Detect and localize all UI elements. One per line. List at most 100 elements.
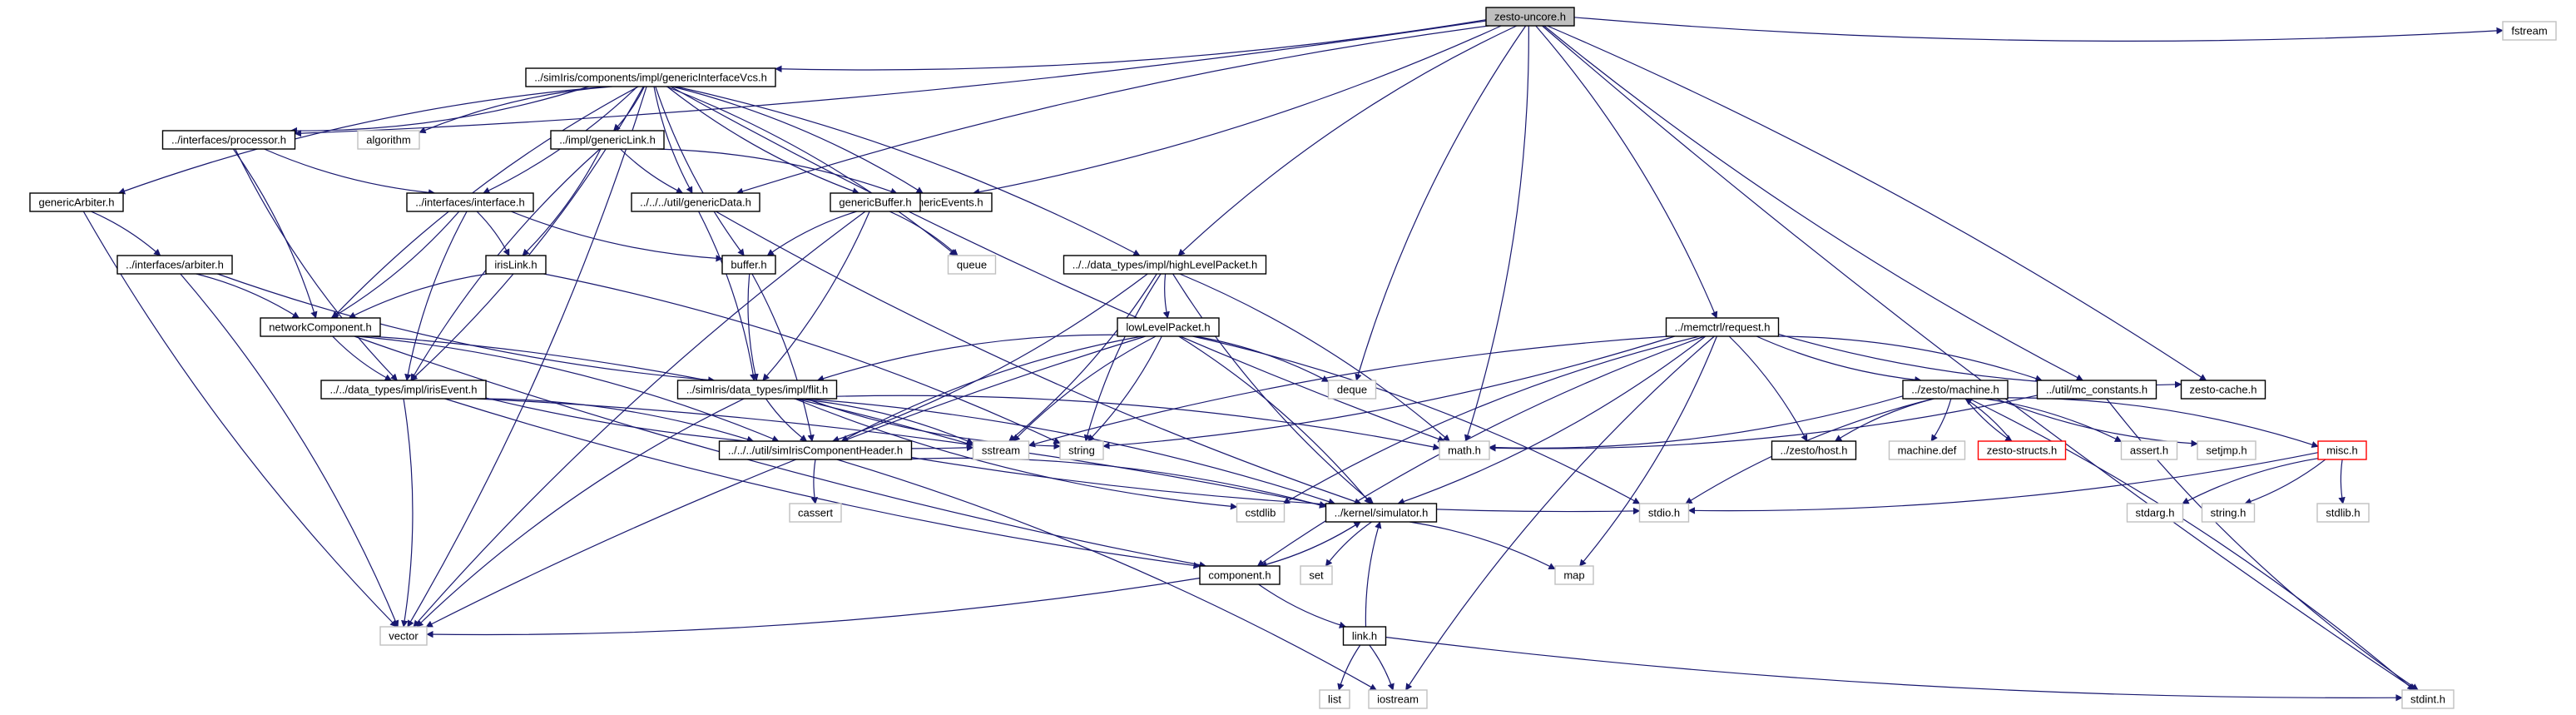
edge-request-to-component bbox=[1256, 335, 1705, 567]
node-label: ../impl/genericLink.h bbox=[559, 134, 656, 146]
node-linkh[interactable]: link.h bbox=[1342, 626, 1387, 646]
node-label: cassert bbox=[798, 507, 833, 519]
edge-hlp-to-sstream bbox=[1008, 273, 1157, 442]
edge-processor-to-netcomp bbox=[232, 148, 318, 319]
edge-genbuffer-to-vector bbox=[413, 211, 866, 628]
node-request[interactable]: ../memctrl/request.h bbox=[1665, 317, 1780, 337]
edge-hlp-to-llp bbox=[1162, 273, 1170, 319]
edge-linkh-to-iostream bbox=[1369, 644, 1395, 691]
node-box bbox=[525, 67, 776, 87]
node-machine[interactable]: ../zesto/machine.h bbox=[1902, 380, 2009, 400]
edge-linkh-to-list bbox=[1337, 644, 1361, 691]
node-box bbox=[1902, 380, 2009, 400]
edge-compheader-to-cassert bbox=[810, 459, 818, 504]
edge-llp-to-flit bbox=[816, 334, 1118, 382]
node-label: buffer.h bbox=[731, 259, 766, 271]
node-genlink[interactable]: ../impl/genericLink.h bbox=[550, 130, 665, 150]
node-genbuffer[interactable]: genericBuffer.h bbox=[830, 192, 921, 212]
edge-compheader-to-stdio bbox=[911, 456, 1641, 515]
file-nodes: zesto-uncore.h ../simIris/components/impl… bbox=[29, 7, 2557, 709]
edge-machine-to-mathh bbox=[1489, 395, 1904, 451]
edge-machine-to-asserth bbox=[1984, 398, 2123, 443]
node-box bbox=[485, 255, 547, 275]
node-zhost[interactable]: ../zesto/host.h bbox=[1771, 440, 1857, 460]
node-root[interactable]: zesto-uncore.h bbox=[1485, 7, 1575, 27]
edge-genbuffer-to-queue bbox=[889, 211, 959, 256]
node-stdlib: stdlib.h bbox=[2316, 503, 2370, 523]
node-genarbiter[interactable]: genericArbiter.h bbox=[29, 192, 124, 212]
edge-request-to-iostream bbox=[1405, 335, 1715, 691]
node-flit[interactable]: ../simIris/data_types/impl/flit.h bbox=[676, 380, 838, 400]
node-hlp[interactable]: ../../data_types/impl/highLevelPacket.h bbox=[1063, 255, 1267, 275]
node-set: set bbox=[1300, 565, 1333, 585]
node-label: ../simIris/components/impl/genericInterf… bbox=[534, 72, 767, 84]
edge-genarbiter-to-arbiter bbox=[91, 211, 161, 256]
edge-request-to-mcconst bbox=[1776, 335, 2043, 382]
edge-llp-to-string bbox=[1087, 335, 1162, 442]
node-mathh: math.h bbox=[1439, 440, 1490, 460]
node-stdarg: stdarg.h bbox=[2126, 503, 2184, 523]
node-label: lowLevelPacket.h bbox=[1126, 321, 1210, 334]
node-gicvcs[interactable]: ../simIris/components/impl/genericInterf… bbox=[525, 67, 776, 87]
node-queue: queue bbox=[947, 255, 997, 275]
node-zstructs[interactable]: zesto-structs.h bbox=[1977, 440, 2067, 460]
edge-machine-to-misc bbox=[2007, 397, 2319, 449]
node-component[interactable]: component.h bbox=[1199, 565, 1281, 585]
node-label: stdarg.h bbox=[2136, 507, 2175, 519]
dependency-edges bbox=[82, 17, 2504, 702]
edge-genlink-to-genevents bbox=[656, 148, 898, 195]
node-box bbox=[721, 255, 776, 275]
node-compheader[interactable]: ../../../util/simIrisComponentHeader.h bbox=[718, 440, 913, 460]
node-deque: deque bbox=[1327, 380, 1377, 400]
node-box bbox=[379, 626, 428, 646]
edge-interface-to-irislink bbox=[476, 211, 510, 256]
node-label: stdint.h bbox=[2410, 693, 2445, 706]
node-label: ../kernel/simulator.h bbox=[1335, 507, 1429, 519]
node-box bbox=[1977, 440, 2067, 460]
node-box bbox=[2317, 440, 2367, 460]
edge-genlink-to-irislink bbox=[522, 148, 602, 256]
node-box bbox=[1439, 440, 1490, 460]
node-label: ../util/mc_constants.h bbox=[2046, 384, 2147, 396]
node-arbiter[interactable]: ../interfaces/arbiter.h bbox=[116, 255, 233, 275]
edge-misc-to-stdlib bbox=[2338, 459, 2346, 504]
edge-gicvcs-to-hlp bbox=[676, 86, 1141, 256]
node-zcache[interactable]: zesto-cache.h bbox=[2180, 380, 2266, 400]
node-box bbox=[1300, 565, 1333, 585]
node-processor[interactable]: ../interfaces/processor.h bbox=[161, 130, 296, 150]
edge-root-to-mathh bbox=[1464, 25, 1529, 442]
edge-compheader-to-iostream bbox=[836, 459, 1377, 691]
node-buffer[interactable]: buffer.h bbox=[721, 255, 776, 275]
node-irislink[interactable]: irisLink.h bbox=[485, 255, 547, 275]
node-box bbox=[1771, 440, 1857, 460]
node-gendata[interactable]: ../../../util/genericData.h bbox=[631, 192, 760, 212]
node-label: irisLink.h bbox=[494, 259, 537, 271]
edge-gicvcs-to-vector bbox=[407, 86, 647, 628]
edge-zstructs-to-machine bbox=[1964, 398, 2013, 442]
node-label: string bbox=[1068, 444, 1095, 457]
node-label: ../zesto/host.h bbox=[1781, 444, 1848, 457]
node-mcconst[interactable]: ../util/mc_constants.h bbox=[2036, 380, 2157, 400]
edge-netcomp-to-sstream bbox=[370, 335, 974, 447]
edge-root-to-genevents bbox=[972, 25, 1502, 196]
node-label: misc.h bbox=[2326, 444, 2358, 457]
node-misc[interactable]: misc.h bbox=[2317, 440, 2367, 460]
node-string: string bbox=[1059, 440, 1104, 460]
node-irisevent[interactable]: ../../data_types/impl/irisEvent.h bbox=[320, 380, 487, 400]
node-label: networkComponent.h bbox=[269, 321, 372, 334]
node-box bbox=[116, 255, 233, 275]
edge-gicvcs-to-mathh bbox=[670, 86, 1445, 443]
node-cstdlib: cstdlib bbox=[1236, 503, 1286, 523]
node-simulator[interactable]: ../kernel/simulator.h bbox=[1325, 503, 1438, 523]
node-netcomp[interactable]: networkComponent.h bbox=[260, 317, 381, 337]
edge-gicvcs-to-genbuffer bbox=[666, 86, 859, 195]
node-llp[interactable]: lowLevelPacket.h bbox=[1117, 317, 1220, 337]
edge-root-to-zcache bbox=[1547, 25, 2207, 381]
edge-machine-to-stdint bbox=[1969, 398, 2415, 691]
edge-request-to-map bbox=[1579, 335, 1717, 567]
node-interface[interactable]: ../interfaces/interface.h bbox=[406, 192, 534, 212]
node-box bbox=[29, 192, 124, 212]
node-label: iostream bbox=[1377, 693, 1419, 706]
edge-simulator-to-map bbox=[1409, 521, 1556, 570]
